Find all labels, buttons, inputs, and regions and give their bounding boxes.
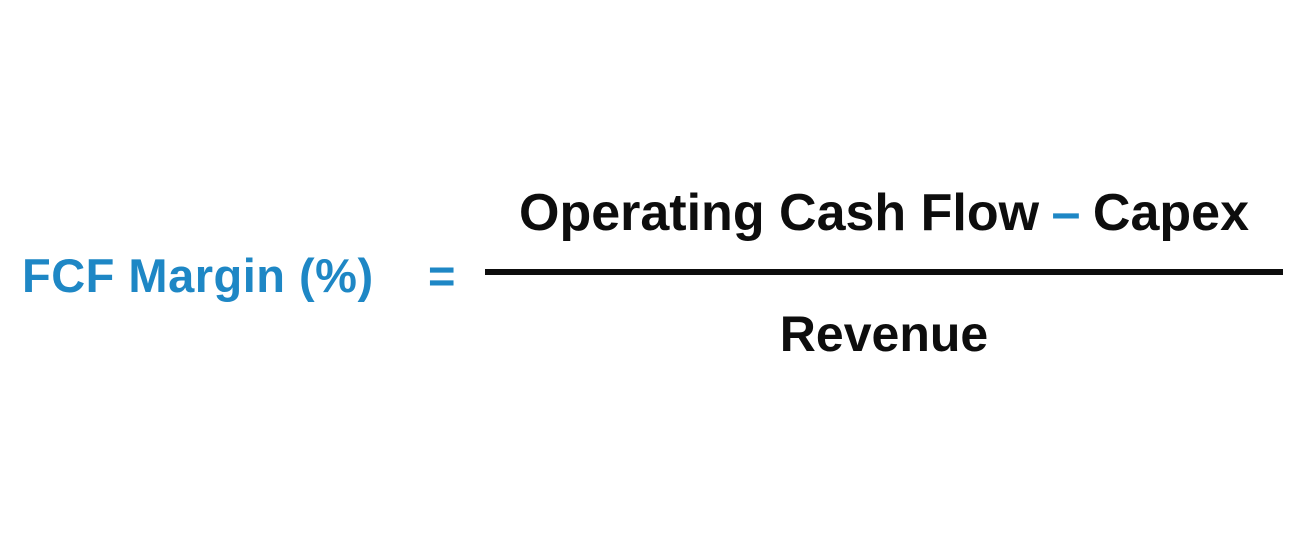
fraction-divider-line: [485, 269, 1283, 275]
fraction-block: Operating Cash Flow–Capex Revenue: [485, 0, 1283, 546]
numerator-term-operating-cash-flow: Operating Cash Flow: [519, 184, 1040, 242]
formula-lhs-label: FCF Margin (%): [22, 249, 374, 302]
minus-operator: –: [1051, 184, 1081, 242]
fraction-numerator: Operating Cash Flow–Capex: [485, 187, 1283, 239]
equals-sign: =: [428, 249, 456, 302]
numerator-term-capex: Capex: [1092, 184, 1249, 242]
fraction-denominator: Revenue: [779, 306, 989, 362]
